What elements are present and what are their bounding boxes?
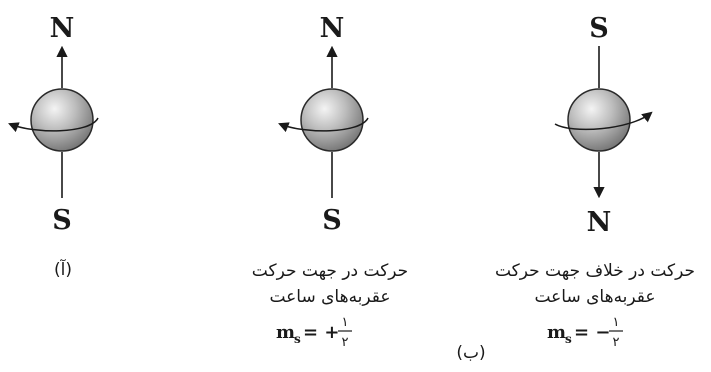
electron-sphere [30,88,94,152]
rotation-arrow [554,111,653,131]
caption-line-1: حرکت در خلاف جهت حرکت [495,261,695,281]
panel-b1: N S حرکت در جهت حرکت عقربه‌های ساعت m s … [252,13,408,350]
pole-bottom-label: S [52,205,72,236]
pole-top-label: N [50,13,75,44]
fraction-numerator: ۱ [342,315,349,330]
rotation-arrow [278,117,369,133]
electron-sphere [300,88,364,152]
caption-line-2: عقربه‌های ساعت [269,287,390,307]
ms-sign: = − [574,322,610,343]
pole-top-label: S [589,13,609,44]
ms-formula: m s = − ۱ ۲ [547,315,623,350]
fraction-numerator: ۱ [613,315,620,330]
pole-bottom-label: N [587,207,612,238]
caption-line-2: عقربه‌های ساعت [534,287,655,307]
caption-line-1: حرکت در جهت حرکت [252,261,408,281]
panel-label-b: (ب) [456,343,485,363]
ms-symbol: m [276,322,295,343]
electron-sphere [567,88,631,152]
ms-formula: m s = + ۱ ۲ [276,315,352,350]
panel-label-a: (آ) [54,258,72,280]
fraction-denominator: ۲ [342,335,349,350]
panel-b2: S N حرکت در خلاف جهت حرکت عقربه‌های ساعت… [495,13,695,350]
rotation-arrow [8,117,99,133]
ms-symbol: m [547,322,566,343]
fraction-denominator: ۲ [613,335,620,350]
pole-top-label: N [320,13,345,44]
ms-sign: = + [303,322,339,343]
panel-a: N S (آ) [8,13,99,280]
ms-subscript: s [565,332,572,346]
pole-bottom-label: S [322,205,342,236]
ms-subscript: s [294,332,301,346]
